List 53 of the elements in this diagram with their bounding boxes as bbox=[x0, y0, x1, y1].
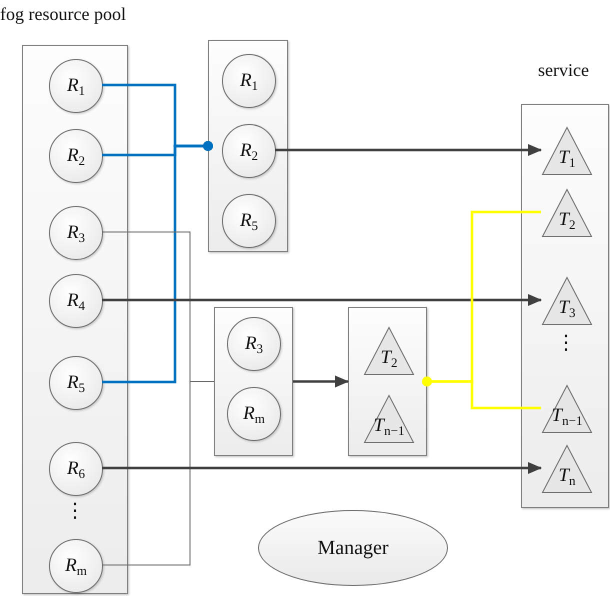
container-box bbox=[214, 307, 293, 456]
resource-label: R$_{2}$ bbox=[66, 146, 86, 166]
task-label: T$_{3}$ bbox=[558, 298, 576, 319]
task-triangle bbox=[542, 189, 592, 237]
task-triangle bbox=[542, 385, 592, 433]
arrow bbox=[293, 376, 349, 388]
resource-label: R$_{1}$ bbox=[66, 76, 86, 96]
resource-circle bbox=[49, 442, 103, 496]
task-triangle bbox=[364, 327, 414, 375]
container-box bbox=[348, 307, 427, 456]
connector-line bbox=[102, 141, 213, 384]
resource-label: R$_{3}$ bbox=[244, 334, 264, 354]
resource-circle bbox=[49, 539, 103, 593]
resource-label: R$_{m}$ bbox=[243, 404, 265, 424]
resource-label: R$_{5}$ bbox=[66, 372, 86, 394]
task-triangle bbox=[542, 127, 592, 175]
arrow bbox=[102, 294, 542, 306]
ellipsis-mark: ⋮ bbox=[65, 500, 85, 520]
resource-label: R$_{5}$ bbox=[240, 210, 258, 232]
arrow bbox=[102, 462, 542, 474]
ellipsis-mark: ⋮ bbox=[556, 332, 576, 352]
resource-circle bbox=[227, 317, 281, 371]
task-label: T$_{2}$ bbox=[380, 348, 398, 369]
task-triangle bbox=[542, 445, 592, 493]
resource-circle bbox=[222, 124, 276, 178]
task-label: T$_{n−1}$ bbox=[552, 406, 582, 427]
resource-circle bbox=[49, 59, 103, 113]
resource-circle bbox=[49, 356, 103, 410]
resource-label: R$_{6}$ bbox=[66, 458, 86, 480]
task-label: T$_{1}$ bbox=[558, 148, 576, 169]
container-box bbox=[208, 40, 288, 252]
resource-label: R$_{4}$ bbox=[66, 290, 86, 312]
connector-line bbox=[422, 376, 541, 410]
task-label: T$_{2}$ bbox=[558, 210, 576, 231]
task-label: T$_{n−1}$ bbox=[374, 416, 404, 437]
resource-label: R$_{m}$ bbox=[65, 556, 87, 576]
resource-circle bbox=[49, 206, 103, 260]
task-label: T$_{n}$ bbox=[558, 466, 576, 487]
resource-label: R$_{3}$ bbox=[66, 222, 86, 244]
resource-circle bbox=[222, 194, 276, 248]
task-triangle bbox=[364, 395, 414, 443]
resource-circle bbox=[227, 387, 281, 441]
resource-circle bbox=[49, 274, 103, 328]
resource-label: R$_{1}$ bbox=[240, 70, 258, 92]
manager-label: Manager bbox=[317, 536, 389, 560]
resource-circle bbox=[49, 129, 103, 183]
group-heading: fog resource pool bbox=[0, 4, 126, 25]
resource-circle bbox=[222, 54, 276, 108]
connector-line bbox=[102, 381, 214, 566]
group-heading: service bbox=[538, 60, 589, 81]
resource-label: R$_{2}$ bbox=[240, 140, 258, 162]
task-triangle bbox=[542, 277, 592, 325]
arrow bbox=[275, 144, 542, 156]
